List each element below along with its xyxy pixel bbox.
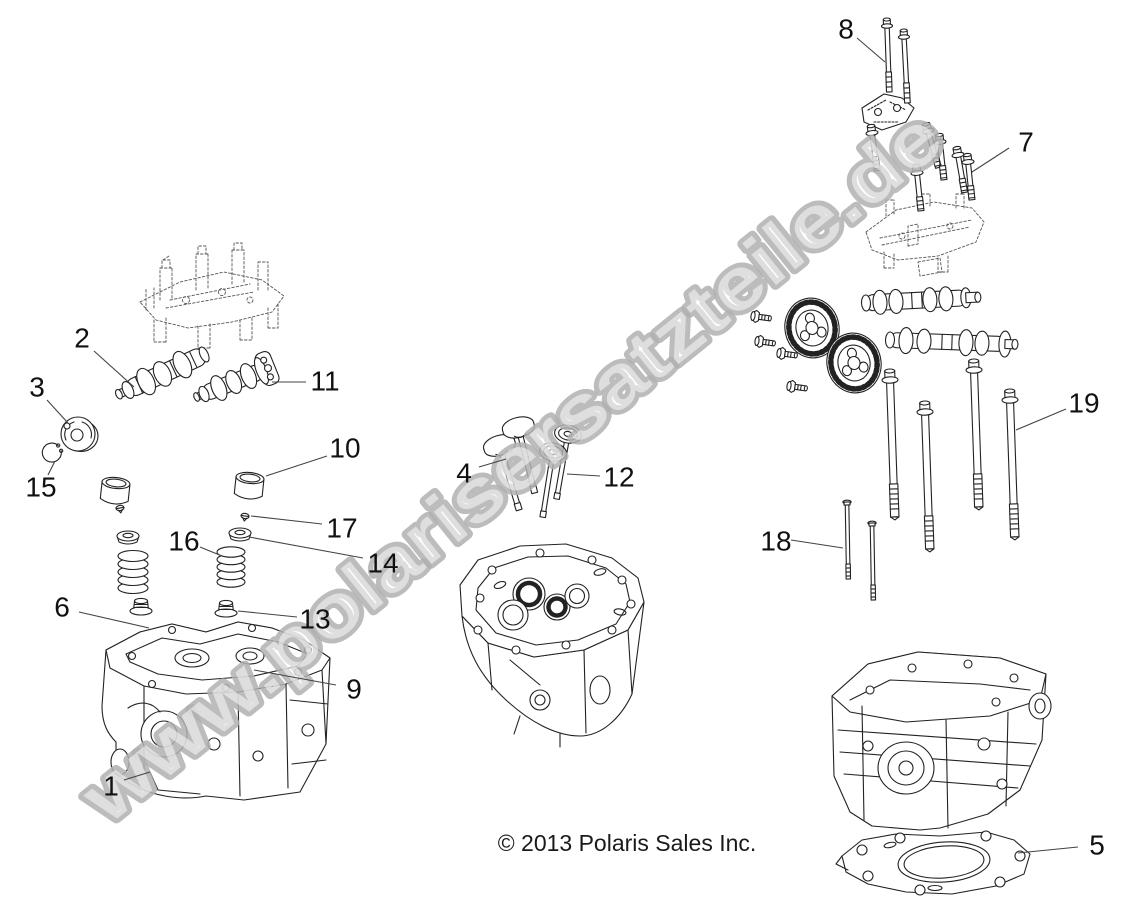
callout-label-13: 13 xyxy=(299,604,330,635)
sprocket-screw-4 xyxy=(785,379,809,396)
camshaft-2 xyxy=(114,346,210,400)
callout-leader-9 xyxy=(253,669,337,686)
callout-label-15: 15 xyxy=(25,472,56,503)
valve-keeper-left xyxy=(115,504,126,515)
callout-leader-18 xyxy=(790,539,844,549)
exhaust-valve-12b xyxy=(553,424,582,501)
valve-seal-6 xyxy=(129,597,153,616)
callout-label-18: 18 xyxy=(760,526,791,557)
callout-leader-5 xyxy=(1017,846,1079,854)
callout-label-6: 6 xyxy=(54,592,70,623)
callout-label-3: 3 xyxy=(29,372,45,403)
camshaft-right-upper xyxy=(860,286,982,315)
callout-leader-13 xyxy=(237,610,298,618)
spring-retainer-left xyxy=(116,530,140,545)
callout-leader-2 xyxy=(93,350,135,388)
callout-label-14: 14 xyxy=(367,548,398,579)
valve-keeper-17 xyxy=(239,512,250,523)
snap-ring-15 xyxy=(41,442,64,463)
callout-leader-8 xyxy=(856,37,886,63)
cylinder-head-1 xyxy=(101,621,331,801)
pin-18a xyxy=(842,499,854,580)
camshaft-bracket xyxy=(861,93,915,131)
callout-leader-14 xyxy=(248,536,364,559)
callout-leader-16 xyxy=(199,546,223,557)
camshaft-right-lower xyxy=(884,327,1019,358)
cam-carrier-right-ghost xyxy=(865,193,985,277)
camshaft-11 xyxy=(193,351,280,403)
cam-carrier-left-ghost xyxy=(139,242,285,349)
callout-label-9: 9 xyxy=(346,674,362,705)
bolt-long-8b xyxy=(897,28,914,104)
callout-leader-6 xyxy=(78,611,150,629)
bolt-head-19a xyxy=(881,368,904,521)
callout-label-2: 2 xyxy=(74,323,90,354)
bolt-head-19b xyxy=(916,400,939,553)
callout-label-17: 17 xyxy=(326,513,357,544)
callout-label-1: 1 xyxy=(103,771,119,802)
copyright-text: © 2013 Polaris Sales Inc. xyxy=(498,830,757,856)
valve-seal-13 xyxy=(214,599,238,618)
cylinder-head-right xyxy=(831,651,1052,831)
sprocket-screw-2 xyxy=(753,334,777,351)
spring-retainer-14 xyxy=(228,527,252,542)
valve-spring-left xyxy=(117,549,149,595)
callout-leader-1 xyxy=(123,771,151,781)
callout-leader-4 xyxy=(478,458,507,468)
tappet-right-10 xyxy=(233,470,266,501)
callout-label-19: 19 xyxy=(1068,388,1099,419)
decompression-cam-3 xyxy=(60,416,99,453)
callout-label-8: 8 xyxy=(838,14,854,45)
callout-label-7: 7 xyxy=(1018,127,1034,158)
callout-label-10: 10 xyxy=(329,433,360,464)
exhaust-valve-12a xyxy=(539,442,567,519)
intake-valve-4b xyxy=(501,416,539,495)
callout-label-12: 12 xyxy=(603,462,634,493)
tappet-left xyxy=(99,475,132,506)
bolt-head-19c xyxy=(965,358,988,511)
watermark-text: www.polarisersatzteile.de xyxy=(65,94,957,839)
callout-leader-10 xyxy=(265,455,328,477)
callout-leader-19 xyxy=(1015,408,1067,431)
callout-label-11: 11 xyxy=(310,366,339,397)
valve-spring-16 xyxy=(216,546,246,588)
bolt-carrier-7e xyxy=(960,152,979,201)
head-gasket-5 xyxy=(835,830,1031,896)
callout-leader-12 xyxy=(566,473,601,477)
cylinder-head-center xyxy=(459,543,645,748)
callout-leader-17 xyxy=(250,515,323,525)
callout-label-4: 4 xyxy=(456,458,472,489)
callout-leader-7 xyxy=(971,147,1010,173)
bolt-long-8a xyxy=(880,17,896,93)
callout-leader-3 xyxy=(46,399,69,424)
pin-18b xyxy=(867,520,879,601)
callout-label-5: 5 xyxy=(1089,830,1105,861)
bolt-head-19d xyxy=(1001,388,1024,541)
callout-label-16: 16 xyxy=(168,526,199,557)
callout-leader-15 xyxy=(47,460,56,476)
